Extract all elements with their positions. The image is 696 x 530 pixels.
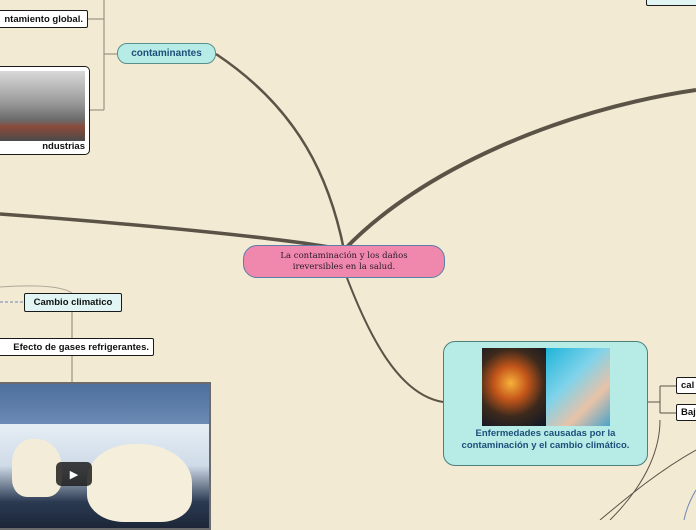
leaf-cambio-climatico-label: Cambio climatico — [33, 297, 113, 308]
leaf-baj-label: Baj — [681, 407, 696, 418]
leaf-top-right[interactable] — [646, 0, 696, 6]
central-topic-label: La contaminación y los daños ireversible… — [280, 250, 408, 272]
play-icon-glyph: ▶ — [69, 468, 79, 481]
leaf-industrias[interactable]: ndustrias — [0, 66, 90, 155]
topic-enfermedades[interactable]: Enfermedades causadas por la contaminaci… — [443, 341, 648, 466]
leaf-cal[interactable]: cal — [676, 377, 696, 394]
leaf-calentamiento-global[interactable]: ntamiento global. — [0, 10, 88, 28]
burning-earth-image — [482, 348, 546, 426]
leaf-cal-label: cal — [681, 380, 695, 391]
leaf-efecto-gases-label: Efecto de gases refrigerantes. — [13, 341, 149, 353]
central-topic[interactable]: La contaminación y los daños ireversible… — [243, 245, 445, 278]
industrias-image — [0, 71, 85, 141]
topic-contaminantes[interactable]: contaminantes — [117, 43, 216, 64]
leaf-calentamiento-global-label: ntamiento global. — [4, 13, 83, 25]
leaf-industrias-label: ndustrias — [42, 141, 85, 152]
hands-care-image — [546, 348, 610, 426]
polar-bear-cub — [12, 439, 62, 497]
polar-bear-video[interactable]: ▶ — [0, 382, 211, 530]
play-icon[interactable]: ▶ — [56, 462, 92, 486]
topic-enfermedades-label: Enfermedades causadas por la contaminaci… — [461, 428, 630, 451]
leaf-cambio-climatico[interactable]: Cambio climatico — [24, 293, 122, 312]
topic-contaminantes-label: contaminantes — [131, 48, 202, 59]
polar-bear-adult — [87, 444, 192, 522]
leaf-efecto-gases[interactable]: Efecto de gases refrigerantes. — [0, 338, 154, 356]
leaf-baj[interactable]: Baj — [676, 404, 696, 421]
